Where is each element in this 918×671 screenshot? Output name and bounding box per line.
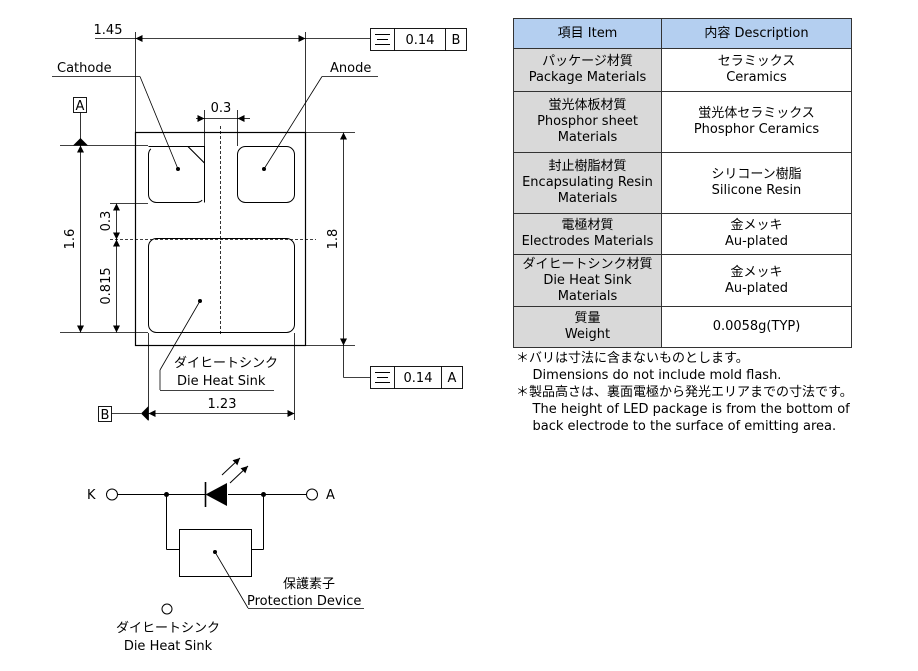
datum-boxes [73, 97, 112, 422]
table-cell-description: 0.0058g(TYP) [661, 306, 852, 348]
table-header-row: 項目 Item 内容 Description [513, 18, 852, 49]
die-heat-sink-jp-label: ダイヒートシンク [174, 356, 278, 371]
terminal-k-label: K [87, 488, 96, 503]
dim-width-top: 1.45 [94, 23, 123, 38]
tolerance-value-b: 0.14 [406, 33, 435, 48]
terminal-circles [106, 488, 318, 615]
datum-triangles [73, 138, 149, 421]
circuit-die-heat-sink-jp-label: ダイヒートシンク [116, 621, 220, 636]
dim-height-left: 1.6 [63, 229, 78, 250]
dimension-lines [60, 32, 370, 420]
dim-gap: 0.3 [211, 101, 232, 116]
dim-gap-vertical: 0.3 [99, 211, 114, 232]
datum-a-label: A [76, 99, 85, 114]
note-line: Dimensions do not include mold flash. [516, 368, 782, 383]
protection-device-jp-label: 保護素子 [283, 576, 335, 592]
led-diode-symbol [204, 482, 227, 507]
anode-label: Anode [330, 61, 371, 76]
cathode-label: Cathode [57, 61, 112, 76]
tolerance-box-a: 0.14 A [370, 366, 463, 389]
note-line: ＊製品高さは、裏面電極から発光エリアまでの寸法です。 [516, 385, 853, 400]
circuit-die-heat-sink-en-label: Die Heat Sink [124, 639, 213, 654]
table-header-description: 内容 Description [661, 18, 852, 49]
table-header-item: 項目 Item [513, 18, 662, 49]
center-lines [110, 126, 316, 335]
pad-corner-cut [186, 146, 205, 165]
protection-leader [214, 551, 364, 609]
dim-height-right: 1.8 [326, 229, 341, 250]
tolerance-datum-b: B [452, 33, 461, 48]
protection-device-en-label: Protection Device [247, 594, 361, 609]
tolerance-datum-a: A [448, 371, 457, 386]
dim-pad-height: 0.815 [99, 267, 114, 304]
tolerance-box-b: 0.14 B [370, 28, 467, 51]
die-heat-sink-en-label: Die Heat Sink [177, 374, 266, 389]
tolerance-value-a: 0.14 [404, 371, 433, 386]
note-line: back electrode to the surface of emittin… [516, 419, 837, 434]
leader-lines [52, 76, 378, 391]
datum-b-label: B [101, 408, 110, 423]
note-line: ＊バリは寸法に含まないものとします。 [516, 351, 749, 366]
dim-width-bottom: 1.23 [208, 397, 237, 412]
light-emission-arrows [221, 457, 249, 484]
junction-dots [164, 492, 266, 497]
notes: ＊バリは寸法に含まないものとします。 Dimensions do not inc… [516, 350, 853, 435]
circuit-wires [118, 494, 306, 550]
note-line: The height of LED package is from the bo… [516, 402, 850, 417]
terminal-a-label: A [326, 488, 335, 503]
